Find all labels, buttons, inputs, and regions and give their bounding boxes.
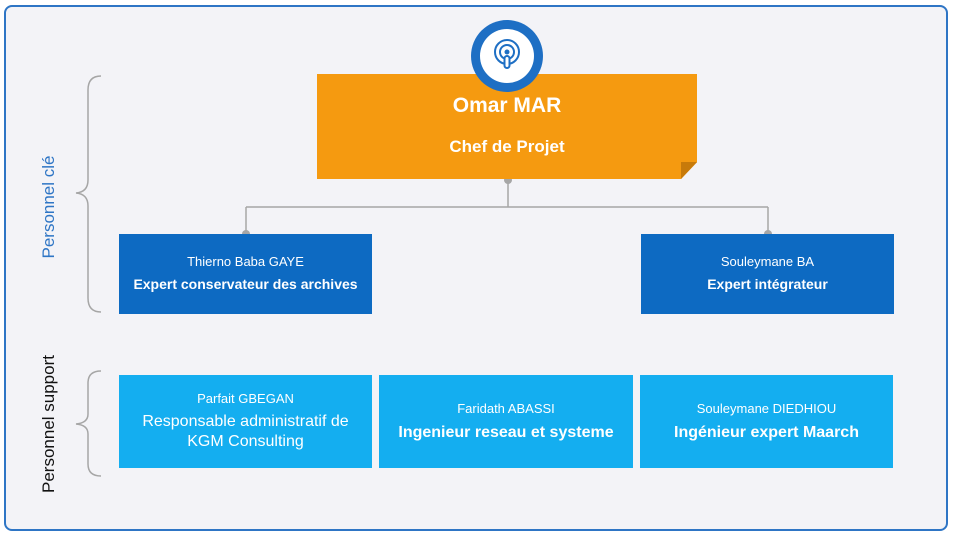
support-member-name-2: Faridath ABASSI (457, 400, 555, 416)
bracket-support-personnel (75, 370, 102, 477)
key-member-box-1: Thierno Baba GAYE Expert conservateur de… (119, 234, 372, 314)
key-member-name-1: Thierno Baba GAYE (187, 254, 304, 269)
chief-role: Chef de Projet (449, 137, 565, 156)
support-member-name-3: Souleymane DIEDHIOU (696, 400, 837, 416)
podcast-icon (494, 39, 520, 69)
key-member-role-1: Expert conservateur des archives (133, 276, 358, 292)
support-member-box-3: Souleymane DIEDHIOU Ingénieur expert Maa… (640, 375, 893, 468)
support-member-role-3: Ingénieur expert Maarch (674, 423, 859, 441)
section-label-support-personnel: Personnel support (39, 355, 58, 493)
bracket-key-personnel (75, 75, 102, 313)
support-member-role-2: Ingenieur reseau et systeme (398, 423, 614, 441)
section-label-key-personnel: Personnel clé (39, 155, 58, 259)
chief-name: Omar MAR (452, 94, 562, 117)
support-member-name-1: Parfait GBEGAN (197, 391, 294, 406)
key-member-box-2: Souleymane BA Expert intégrateur (641, 234, 894, 314)
support-member-box-2: Faridath ABASSI Ingenieur reseau et syst… (379, 375, 633, 468)
key-member-role-2: Expert intégrateur (707, 276, 828, 292)
support-member-box-1: Parfait GBEGAN Responsable administratif… (119, 375, 372, 468)
support-member-role-1: Responsable administratif de KGM Consult… (142, 413, 349, 450)
chief-badge-inner (480, 29, 534, 83)
key-member-name-2: Souleymane BA (720, 254, 815, 269)
chief-badge (471, 20, 543, 92)
